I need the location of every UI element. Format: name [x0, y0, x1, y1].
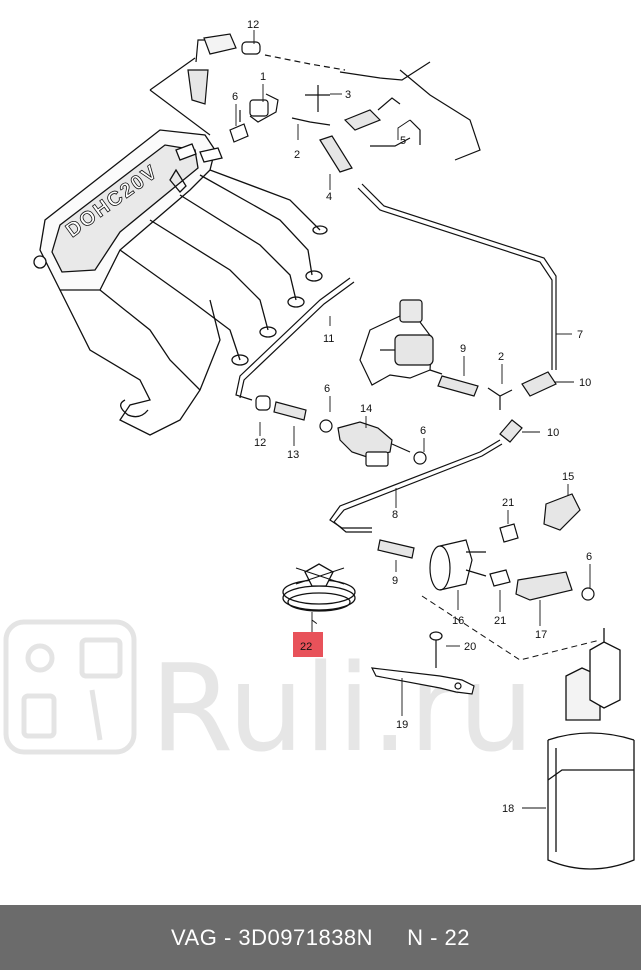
connector-2: [487, 387, 513, 410]
callout-11: 11: [323, 333, 334, 345]
parts-diagram: Ruli.ru DOHC20V: [3, 19, 635, 870]
valve-group-14: [255, 395, 427, 467]
callout-22: 22: [300, 641, 312, 653]
watermark-logo-icon: [3, 619, 137, 755]
top-hose-assembly: [149, 33, 481, 173]
callout-2b: 2: [498, 351, 504, 363]
watermark-text: Ruli.ru: [150, 640, 534, 779]
callout-9b: 9: [392, 575, 398, 587]
valve-group-16: [377, 493, 595, 601]
screw-20: [429, 631, 443, 668]
callout-15: 15: [562, 471, 574, 483]
leader-lines: [235, 30, 591, 809]
callout-5: 5: [400, 135, 406, 147]
vent-valve-assembly: [359, 299, 443, 386]
hose-10-lower: [499, 419, 523, 443]
callout-20: 20: [464, 641, 476, 653]
callout-12b: 12: [254, 437, 266, 449]
callout-2a: 2: [294, 149, 300, 161]
callout-10a: 10: [579, 377, 591, 389]
callout-13: 13: [287, 449, 299, 461]
pipe-8: [329, 439, 503, 533]
pipe-7: [357, 183, 557, 370]
callout-21b: 21: [494, 615, 506, 627]
callout-3: 3: [345, 89, 351, 101]
bracket-19: [370, 667, 475, 695]
callout-10b: 10: [547, 427, 559, 439]
hose-10-upper: [521, 371, 557, 397]
callout-19: 19: [396, 719, 408, 731]
callout-6b: 6: [324, 383, 330, 395]
callout-17: 17: [535, 629, 547, 641]
callout-21a: 21: [502, 497, 514, 509]
callout-12a: 12: [247, 19, 259, 31]
callout-6c: 6: [420, 425, 426, 437]
charcoal-canister-18: [547, 628, 635, 870]
callout-18: 18: [502, 803, 514, 815]
hose-9-upper: [437, 375, 479, 397]
part-number: VAG - 3D0971838N: [171, 924, 374, 950]
boundary-lines: [311, 595, 601, 661]
callout-9a: 9: [460, 343, 466, 355]
callout-6a: 6: [232, 91, 238, 103]
pipe-11: [235, 277, 355, 401]
callout-16: 16: [452, 615, 464, 627]
callout-7: 7: [577, 329, 583, 341]
highlight-box-22: [293, 632, 323, 657]
callout-1: 1: [260, 71, 266, 83]
callout-labels: 12 1 3 6 2 5 4 7 11 9 2 10 6 14 6 10 12 …: [232, 19, 592, 815]
footer-bar: VAG - 3D0971838N N - 22: [0, 905, 641, 970]
intake-manifold: [33, 129, 328, 436]
watermark: Ruli.ru: [3, 619, 534, 779]
diagram-position: N - 22: [407, 924, 470, 950]
callout-6d: 6: [586, 551, 592, 563]
hose-clamp-22: [282, 563, 356, 612]
callout-14: 14: [360, 403, 372, 415]
callout-8: 8: [392, 509, 398, 521]
callout-4: 4: [326, 191, 332, 203]
